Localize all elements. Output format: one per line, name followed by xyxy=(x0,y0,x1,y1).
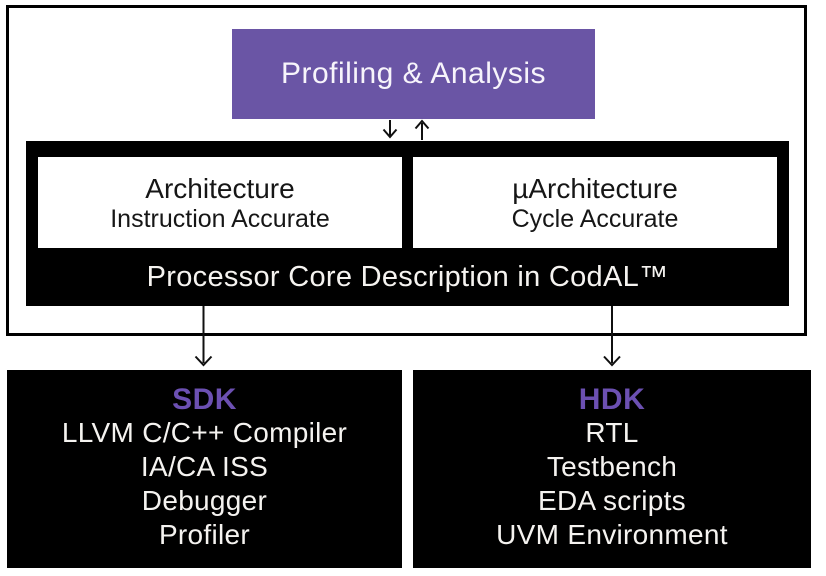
hdk-item-eda-scripts: EDA scripts xyxy=(537,485,686,516)
hdk-item-uvm: UVM Environment xyxy=(496,519,728,550)
uarchitecture-title: µArchitecture xyxy=(512,172,678,204)
uarchitecture-subtitle: Cycle Accurate xyxy=(511,204,679,233)
architecture-subtitle: Instruction Accurate xyxy=(110,204,330,233)
processor-core-box: Architecture Instruction Accurate µArchi… xyxy=(26,141,789,306)
sdk-item-iss: IA/CA ISS xyxy=(140,451,269,482)
design-environment-frame xyxy=(6,5,807,336)
architecture-box: Architecture Instruction Accurate xyxy=(38,157,402,248)
uarchitecture-box: µArchitecture Cycle Accurate xyxy=(413,157,777,248)
hdk-item-rtl: RTL xyxy=(585,417,639,448)
hdk-box: HDK RTL Testbench EDA scripts UVM Enviro… xyxy=(413,370,811,568)
sdk-title: SDK xyxy=(172,383,237,416)
sdk-item-profiler: Profiler xyxy=(158,519,251,550)
hdk-item-testbench: Testbench xyxy=(546,451,678,482)
sdk-item-compiler: LLVM C/C++ Compiler xyxy=(61,417,348,448)
architecture-title: Architecture xyxy=(145,172,295,204)
sdk-box: SDK LLVM C/C++ Compiler IA/CA ISS Debugg… xyxy=(7,370,402,568)
codal-caption: Processor Core Description in CodAL™ xyxy=(146,260,669,293)
profiling-analysis-label: Profiling & Analysis xyxy=(280,57,547,90)
sdk-item-debugger: Debugger xyxy=(141,485,268,516)
profiling-analysis-box: Profiling & Analysis xyxy=(232,29,595,119)
hdk-title: HDK xyxy=(578,383,646,416)
